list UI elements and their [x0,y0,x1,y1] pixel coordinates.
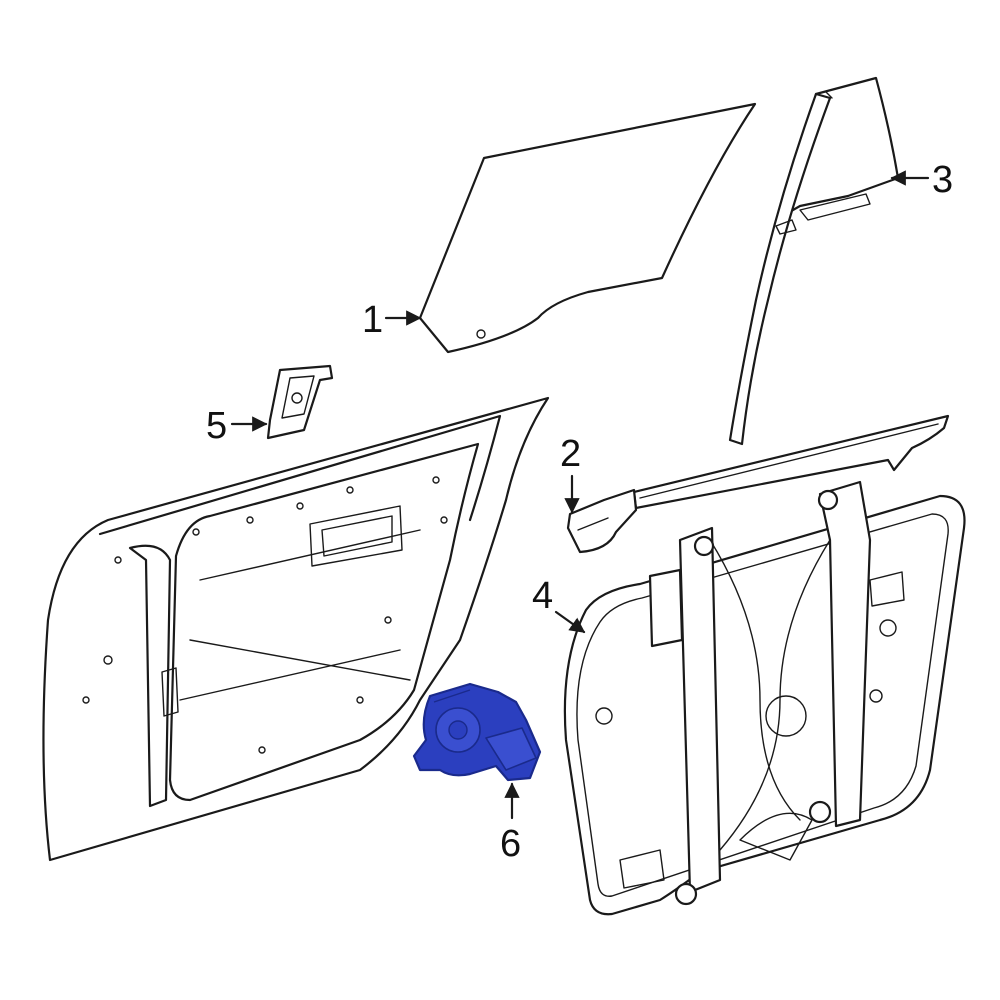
callout-3: 3 [932,159,953,201]
part-4-regulator-panel [563,480,966,916]
callout-6: 6 [500,823,521,865]
leader-arrows [230,170,930,820]
part-2-belt-molding [566,414,950,554]
callout-1: 1 [362,299,383,341]
callout-4: 4 [532,575,553,617]
callout-labels: 1 2 3 4 5 6 [206,159,953,865]
part-1-door-glass [418,102,757,354]
part-3-rear-channel [728,76,900,446]
callout-5: 5 [206,405,227,447]
door-shell [42,396,550,862]
leader-4 [554,610,586,634]
part-6-window-motor [412,682,542,782]
callout-2: 2 [560,433,581,475]
part-5-bracket [266,364,334,440]
